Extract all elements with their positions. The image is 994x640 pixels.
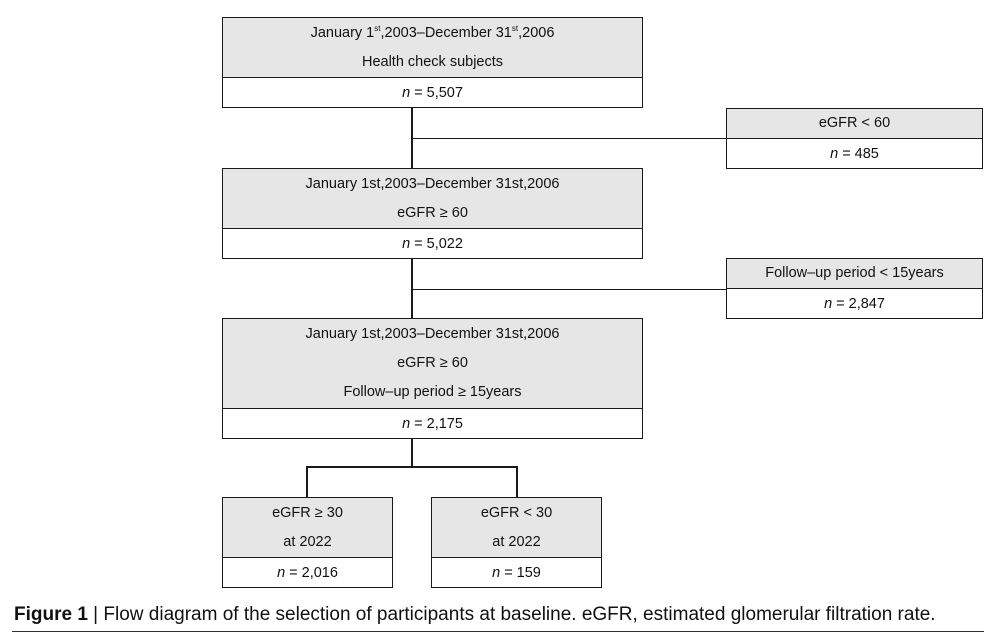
count-row: n= 2,175 xyxy=(223,409,642,438)
year-line: at 2022 xyxy=(492,533,541,550)
count-row: n= 2,016 xyxy=(223,558,392,587)
n-label: n xyxy=(402,235,411,252)
count-row: n= 485 xyxy=(727,139,982,168)
criteria-line: eGFR ≥ 30 xyxy=(272,504,343,521)
count-row: n= 2,847 xyxy=(727,289,982,318)
date-text-1: January 1 xyxy=(310,24,375,41)
n-label: n xyxy=(824,295,833,312)
box-header: eGFR < 30 at 2022 xyxy=(432,498,601,558)
count-row: n= 5,022 xyxy=(223,229,642,258)
count-row: n= 159 xyxy=(432,558,601,587)
box-health-check-subjects: January 1st,2003–December 31st,2006 Heal… xyxy=(222,17,643,108)
n-value: = 2,175 xyxy=(414,415,463,432)
n-value: = 5,507 xyxy=(414,84,463,101)
connector-branch-2 xyxy=(411,289,726,290)
box-followup-15years: January 1st,2003–December 31st,2006 eGFR… xyxy=(222,318,643,439)
box-header: eGFR ≥ 30 at 2022 xyxy=(223,498,392,558)
criteria-line: eGFR ≥ 60 xyxy=(397,204,468,221)
n-label: n xyxy=(402,415,411,432)
date-text-2: ,2003–December 31 xyxy=(380,24,512,41)
subjects-line: Health check subjects xyxy=(361,53,504,70)
n-value: = 485 xyxy=(842,145,879,162)
date-text-3: ,2006 xyxy=(518,24,555,41)
caption-rule xyxy=(12,631,984,632)
count-row: n= 5,507 xyxy=(223,78,642,107)
box-header: January 1st,2003–December 31st,2006 Heal… xyxy=(223,18,642,78)
connector-branch-1 xyxy=(411,138,726,139)
connector-left-drop xyxy=(306,466,308,497)
n-label: n xyxy=(830,145,839,162)
criteria-line: eGFR < 30 xyxy=(480,504,553,521)
figure-caption: Figure 1 | Flow diagram of the selection… xyxy=(14,604,936,626)
box-header: January 1st,2003–December 31st,2006 eGFR… xyxy=(223,169,642,229)
box-egfr-lt-30: eGFR < 30 at 2022 n= 159 xyxy=(431,497,602,588)
n-value: = 159 xyxy=(504,564,541,581)
figure-label: Figure 1 xyxy=(14,604,88,625)
n-label: n xyxy=(277,564,286,581)
n-label: n xyxy=(402,84,411,101)
box-header: eGFR < 60 xyxy=(727,109,982,139)
criteria-line: eGFR ≥ 60 xyxy=(397,355,468,371)
box-header: January 1st,2003–December 31st,2006 eGFR… xyxy=(223,319,642,409)
superscript-2: st xyxy=(511,23,519,33)
n-value: = 5,022 xyxy=(414,235,463,252)
superscript-1: st xyxy=(374,23,381,33)
connector-split-horizontal xyxy=(306,466,517,468)
n-label: n xyxy=(492,564,501,581)
date-range-line: January 1st,2003–December 31st,2006 xyxy=(305,175,560,192)
connector-vertical-3 xyxy=(411,439,413,467)
criteria-line: Follow–up period < 15years xyxy=(765,265,944,281)
date-range-line: January 1st,2003–December 31st,2006 xyxy=(311,19,555,48)
connector-vertical-2 xyxy=(411,259,413,318)
n-value: = 2,847 xyxy=(836,295,885,312)
box-header: Follow–up period < 15years xyxy=(727,259,982,289)
n-value: = 2,016 xyxy=(289,564,338,581)
box-egfr-ge-30: eGFR ≥ 30 at 2022 n= 2,016 xyxy=(222,497,393,588)
caption-separator: | xyxy=(87,604,104,625)
year-line: at 2022 xyxy=(283,533,332,550)
connector-right-drop xyxy=(516,466,518,497)
box-egfr-60: January 1st,2003–December 31st,2006 eGFR… xyxy=(222,168,643,259)
date-range-line: January 1st,2003–December 31st,2006 xyxy=(305,326,560,342)
caption-text: Flow diagram of the selection of partici… xyxy=(103,604,936,625)
criteria-line: eGFR < 60 xyxy=(818,115,891,131)
box-exclusion-egfr: eGFR < 60 n= 485 xyxy=(726,108,983,169)
followup-line: Follow–up period ≥ 15years xyxy=(343,384,522,400)
box-exclusion-followup: Follow–up period < 15years n= 2,847 xyxy=(726,258,983,319)
